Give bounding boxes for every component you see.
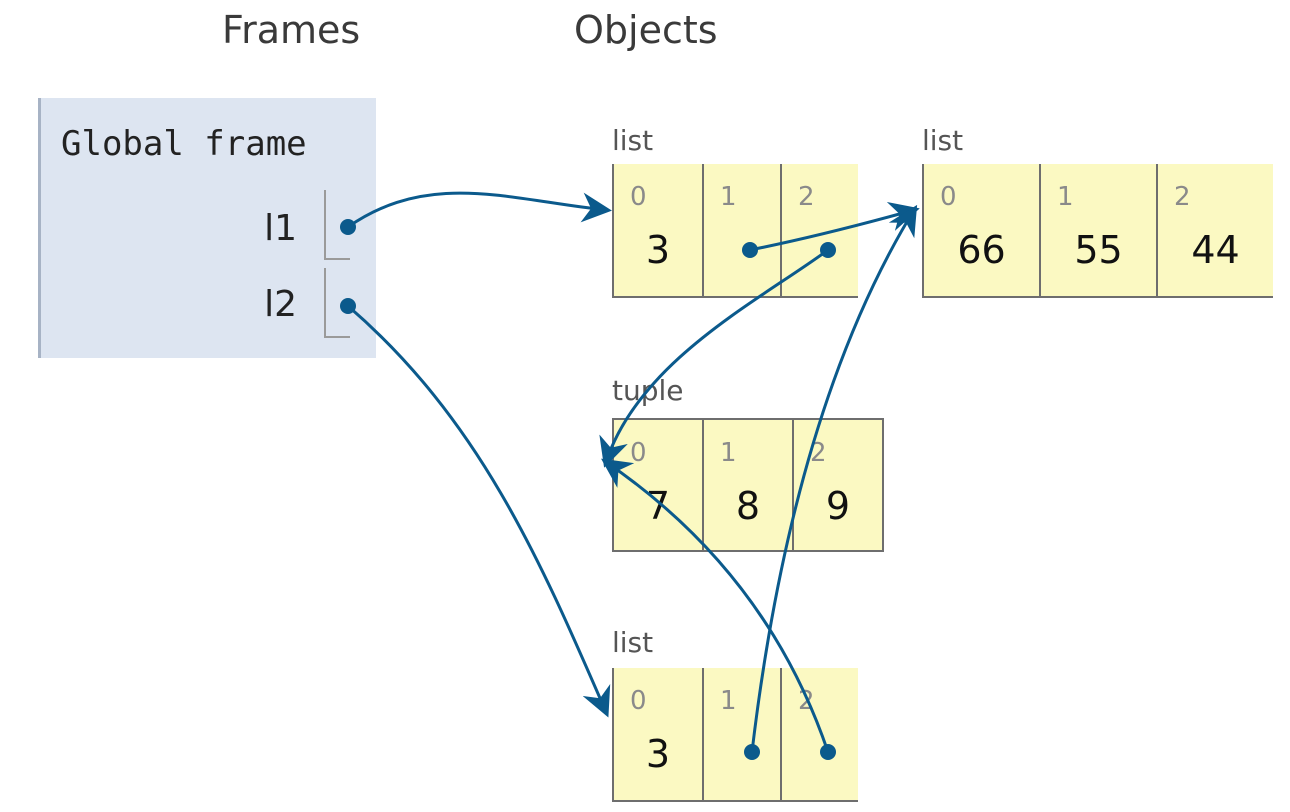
list-a-cell-0: 0 3 xyxy=(612,164,702,298)
list-a-cell-2: 2 xyxy=(780,164,858,298)
list-a-value-0: 3 xyxy=(645,228,671,272)
list-b-value-1: 55 xyxy=(1074,228,1123,272)
variable-l2-name: l2 xyxy=(264,284,297,325)
tuple-cell-1: 1 8 xyxy=(702,418,792,552)
list-c-cell-1: 1 xyxy=(702,668,780,802)
arrow-l1-to-list-a xyxy=(347,191,612,229)
tuple-value-0: 7 xyxy=(645,484,671,528)
objects-heading: Objects xyxy=(574,8,718,52)
list-b: 0 66 1 55 2 44 xyxy=(922,164,1273,298)
list-c-value-0: 3 xyxy=(645,732,671,776)
list-c-cell-2: 2 xyxy=(780,668,858,802)
tuple-value-1: 8 xyxy=(735,484,761,528)
arrow-l2-to-list-c xyxy=(347,304,611,718)
list-b-value-2: 44 xyxy=(1191,228,1240,272)
list-b-cell-2: 2 44 xyxy=(1156,164,1273,298)
global-frame-title: Global frame xyxy=(61,124,307,164)
list-a-type-label: list xyxy=(612,124,654,157)
variable-l1-name: l1 xyxy=(264,208,297,249)
list-b-index-1: 1 xyxy=(1057,182,1074,212)
list-b-index-2: 2 xyxy=(1174,182,1191,212)
tuple-index-1: 1 xyxy=(720,438,737,468)
frames-heading: Frames xyxy=(222,8,361,52)
list-c: 0 3 1 2 xyxy=(612,668,858,802)
tuple-cell-2: 2 9 xyxy=(792,418,884,552)
list-b-type-label: list xyxy=(922,124,964,157)
list-a-index-1: 1 xyxy=(720,182,737,212)
list-b-index-0: 0 xyxy=(940,182,957,212)
list-a-index-0: 0 xyxy=(630,182,647,212)
variable-l2-slot xyxy=(324,268,350,338)
list-a-cell-1: 1 xyxy=(702,164,780,298)
list-c-index-2: 2 xyxy=(798,686,815,716)
variable-l1-slot xyxy=(324,190,350,260)
list-c-index-1: 1 xyxy=(720,686,737,716)
tuple-type-label: tuple xyxy=(612,374,684,407)
list-a: 0 3 1 2 xyxy=(612,164,858,298)
list-b-value-0: 66 xyxy=(957,228,1006,272)
list-a-index-2: 2 xyxy=(798,182,815,212)
tuple-cell-0: 0 7 xyxy=(612,418,702,552)
tuple: 0 7 1 8 2 9 xyxy=(612,418,884,552)
list-c-type-label: list xyxy=(612,626,654,659)
global-frame: Global frame l1 l2 xyxy=(38,98,376,358)
list-c-cell-0: 0 3 xyxy=(612,668,702,802)
tuple-value-2: 9 xyxy=(825,484,851,528)
tuple-index-0: 0 xyxy=(630,438,647,468)
list-b-cell-0: 0 66 xyxy=(922,164,1039,298)
list-c-index-0: 0 xyxy=(630,686,647,716)
list-b-cell-1: 1 55 xyxy=(1039,164,1156,298)
tuple-index-2: 2 xyxy=(810,438,827,468)
